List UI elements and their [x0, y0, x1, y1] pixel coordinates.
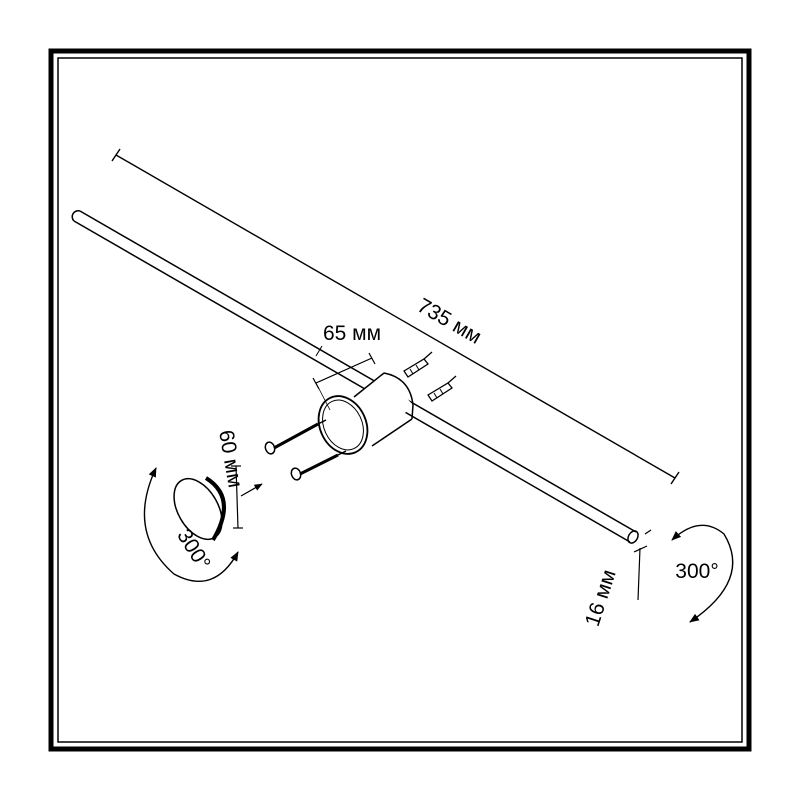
length-dimension-line [111, 148, 680, 485]
tube-rotation-label: 300° [675, 560, 718, 583]
wall-plug [427, 375, 457, 402]
screw [264, 419, 327, 455]
cap-diameter-label: 60 мм [214, 428, 247, 489]
mount-ring [317, 395, 369, 455]
drawing-frame [48, 48, 752, 752]
screw [290, 450, 347, 481]
light-tube [71, 209, 639, 544]
tube-end-cap [627, 530, 639, 544]
cap-rotation-arrow [143, 467, 239, 582]
mount-width-dimension-line [312, 352, 376, 411]
mount-body [317, 372, 414, 455]
mount-width-label: 65 мм [323, 322, 381, 345]
tube-diameter-label: 16 мм [581, 567, 621, 629]
tube-rotation-arrow [671, 524, 734, 623]
wall-plug [403, 351, 433, 378]
tube-diameter-dimension-line [633, 529, 652, 601]
length-label: 735 мм [413, 294, 485, 349]
